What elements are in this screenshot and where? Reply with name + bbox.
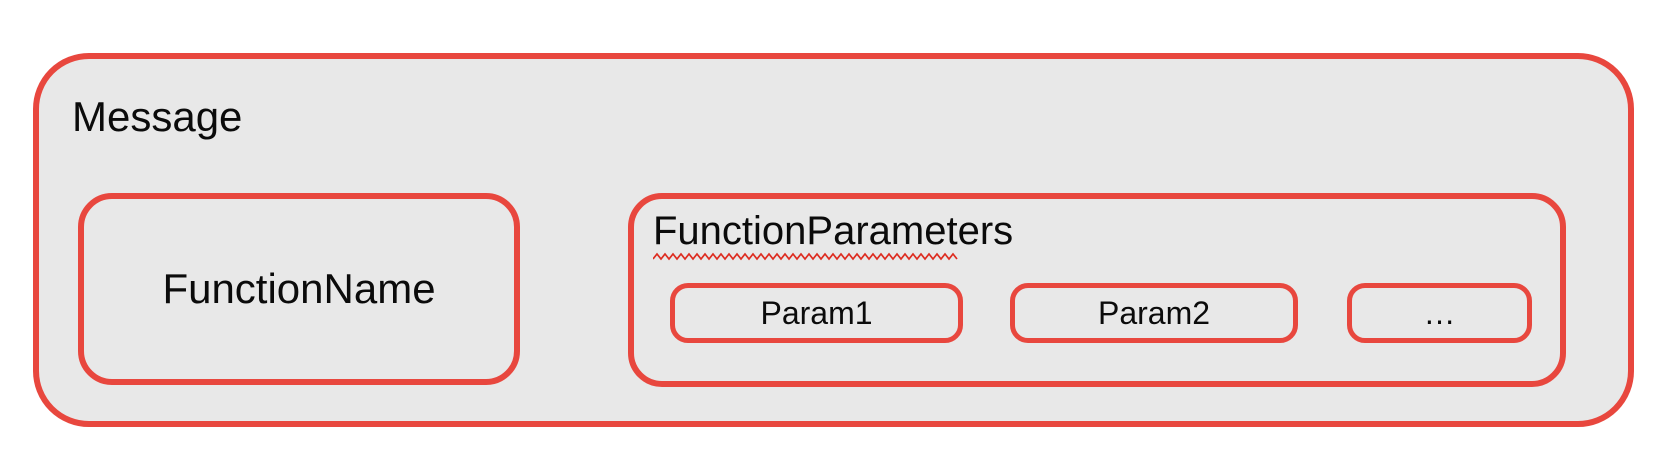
param1-box: Param1 <box>670 283 963 343</box>
message-label: Message <box>72 93 243 140</box>
param1-label: Param1 <box>760 294 873 331</box>
spellcheck-squiggle-underline <box>653 252 958 261</box>
function-name-label: FunctionName <box>162 265 436 312</box>
function-parameters-box: FunctionParameters Param1 Param2 … <box>628 193 1566 387</box>
function-name-box: FunctionName <box>78 193 520 385</box>
param2-box: Param2 <box>1010 283 1298 343</box>
param-ellipsis-label: … <box>1423 294 1456 331</box>
param2-label: Param2 <box>1097 294 1211 331</box>
function-parameters-label: FunctionParameters <box>653 209 1014 253</box>
function-parameters-title: FunctionParameters <box>653 208 1013 261</box>
message-box: Message FunctionName FunctionParameters … <box>33 53 1634 427</box>
param-ellipsis-box: … <box>1347 283 1532 343</box>
